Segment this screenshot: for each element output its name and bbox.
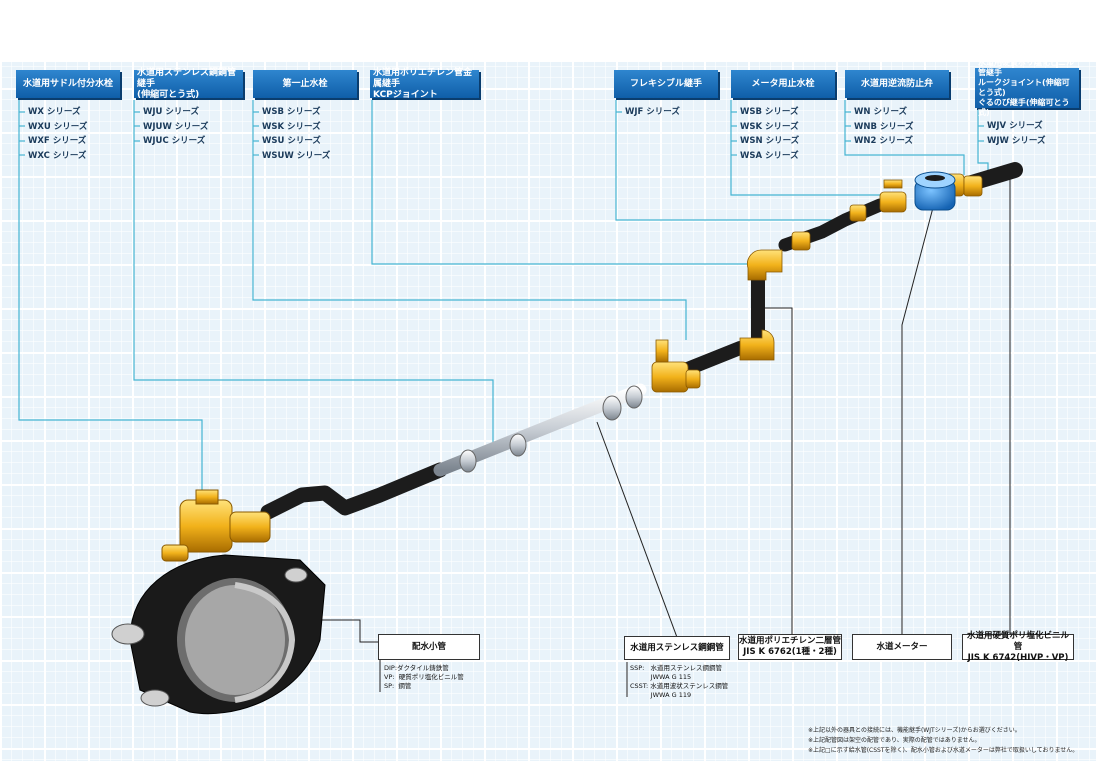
header-meter-stopcock: メータ用止水栓 <box>731 70 835 98</box>
series-list-meter-stopcock: WSB シリーズ WSK シリーズ WSN シリーズ WSA シリーズ <box>740 105 799 163</box>
pointer-stainless <box>597 422 678 640</box>
stop-valve-body <box>652 362 688 392</box>
header-label: 水道用硬質ポリ塩化ビニル管継手 ルークジョイント(伸縮可とう式) ぐるのび継手(… <box>978 58 1076 118</box>
water-meter <box>915 172 955 210</box>
header-label: 水道用サドル付分水栓 <box>23 79 113 90</box>
pipe-label: 水道用硬質ポリ塩化ビニル管 JIS K 6742(HIVP・VP) <box>963 631 1073 664</box>
main-pipe-assembly <box>112 490 325 714</box>
header-label: メータ用止水栓 <box>751 79 814 90</box>
header-saddle-tap: 水道用サドル付分水栓 <box>16 70 120 98</box>
series-item: WNB シリーズ <box>854 120 914 135</box>
series-list-saddle-tap: WX シリーズ WXU シリーズ WXF シリーズ WXC シリーズ <box>28 105 87 163</box>
header-flexible-joint: フレキシブル継手 <box>614 70 718 98</box>
header-label: フレキシブル継手 <box>630 79 702 90</box>
pipe-label: 水道メーター <box>876 642 927 653</box>
series-item: WSN シリーズ <box>740 134 799 149</box>
series-item: WJUW シリーズ <box>143 120 208 135</box>
series-item: WN シリーズ <box>854 105 914 120</box>
header-label: 水道用ステンレス鋼鋼管継手 (伸縮可とう式) <box>137 68 240 101</box>
footnotes: ※上記以外の器具との接続には、機能継手(WJTシリーズ)からお選びください。 ※… <box>808 726 1078 756</box>
stop-valve-handle <box>656 340 668 362</box>
footnote: ※上記配管図は架空の配管であり、実際の配管ではありません。 <box>808 736 1078 746</box>
series-item: WXC シリーズ <box>28 149 87 164</box>
footnote: ※上記□に示す給水管(CSSTを除く)、配水小管および水道メーターは弊社で取扱い… <box>808 746 1078 756</box>
footnote: ※上記以外の器具との接続には、機能継手(WJTシリーズ)からお選びください。 <box>808 726 1078 736</box>
series-list-first-stopcock: WSB シリーズ WSK シリーズ WSU シリーズ WSUW シリーズ <box>262 105 330 163</box>
label-pvc-pipe: 水道用硬質ポリ塩化ビニル管 JIS K 6742(HIVP・VP) <box>962 634 1074 660</box>
sub-distribution-main: DIP:ダクタイル鋳鉄管 VP: 硬質ポリ塩化ビニル管 SP: 鋼管 <box>384 664 464 691</box>
series-item: WXU シリーズ <box>28 120 87 135</box>
series-item: WX シリーズ <box>28 105 87 120</box>
leader-kcp <box>372 100 763 264</box>
series-item: WJUC シリーズ <box>143 134 208 149</box>
pointer-lines <box>320 177 1010 697</box>
meter-valve-handle <box>884 180 902 188</box>
series-item: WSK シリーズ <box>740 120 799 135</box>
series-item: WSK シリーズ <box>262 120 330 135</box>
series-item: WJF シリーズ <box>625 105 680 120</box>
pipe-label: 水道用ポリエチレン二層管 JIS K 6762(1種・2種) <box>739 636 841 658</box>
header-label: 水道用ポリエチレン管金属継手 KCPジョイント <box>373 68 476 101</box>
series-list-stainless-joint: WJU シリーズ WJUW シリーズ WJUC シリーズ <box>143 105 208 149</box>
black-pipe-1 <box>268 470 440 512</box>
series-item: WSA シリーズ <box>740 149 799 164</box>
series-list-backflow-valve: WN シリーズ WNB シリーズ WN2 シリーズ <box>854 105 914 149</box>
pipe-label: 水道用ステンレス鋼鋼管 <box>630 643 724 654</box>
pipe-label: 配水小管 <box>412 642 446 653</box>
series-item: WJU シリーズ <box>143 105 208 120</box>
header-stainless-joint: 水道用ステンレス鋼鋼管継手 (伸縮可とう式) <box>134 70 243 98</box>
series-list-pvc-joint: WJV シリーズ WJW シリーズ <box>987 119 1045 148</box>
label-water-meter: 水道メーター <box>852 634 952 660</box>
label-pe-pipe: 水道用ポリエチレン二層管 JIS K 6762(1種・2種) <box>738 634 842 660</box>
series-item: WN2 シリーズ <box>854 134 914 149</box>
series-list-flexible-joint: WJF シリーズ <box>625 105 680 120</box>
header-backflow-valve: 水道用逆流防止弁 <box>845 70 949 98</box>
header-first-stopcock: 第一止水栓 <box>253 70 357 98</box>
saddle-tap-body <box>180 500 232 552</box>
label-distribution-main: 配水小管 <box>378 634 480 660</box>
header-kcp-joint: 水道用ポリエチレン管金属継手 KCPジョイント <box>370 70 479 98</box>
header-label: 水道用逆流防止弁 <box>861 79 933 90</box>
pointer-meter <box>902 200 935 634</box>
pointer-main <box>320 620 378 642</box>
series-item: WJV シリーズ <box>987 119 1045 134</box>
header-label: 第一止水栓 <box>282 79 327 90</box>
header-pvc-joint: 水道用硬質ポリ塩化ビニル管継手 ルークジョイント(伸縮可とう式) ぐるのび継手(… <box>975 68 1079 108</box>
sub-stainless-pipe: SSP: 水道用ステンレス鋼鋼管 JWWA G 115 CSST: 水道用波状ス… <box>630 664 728 700</box>
series-item: WXF シリーズ <box>28 134 87 149</box>
label-stainless-pipe: 水道用ステンレス鋼鋼管 <box>624 636 730 660</box>
series-item: WSB シリーズ <box>262 105 330 120</box>
series-item: WSUW シリーズ <box>262 149 330 164</box>
elbow-upper <box>747 250 782 280</box>
series-item: WJW シリーズ <box>987 134 1045 149</box>
pipe-run <box>268 170 1015 512</box>
series-item: WSB シリーズ <box>740 105 799 120</box>
series-item: WSU シリーズ <box>262 134 330 149</box>
